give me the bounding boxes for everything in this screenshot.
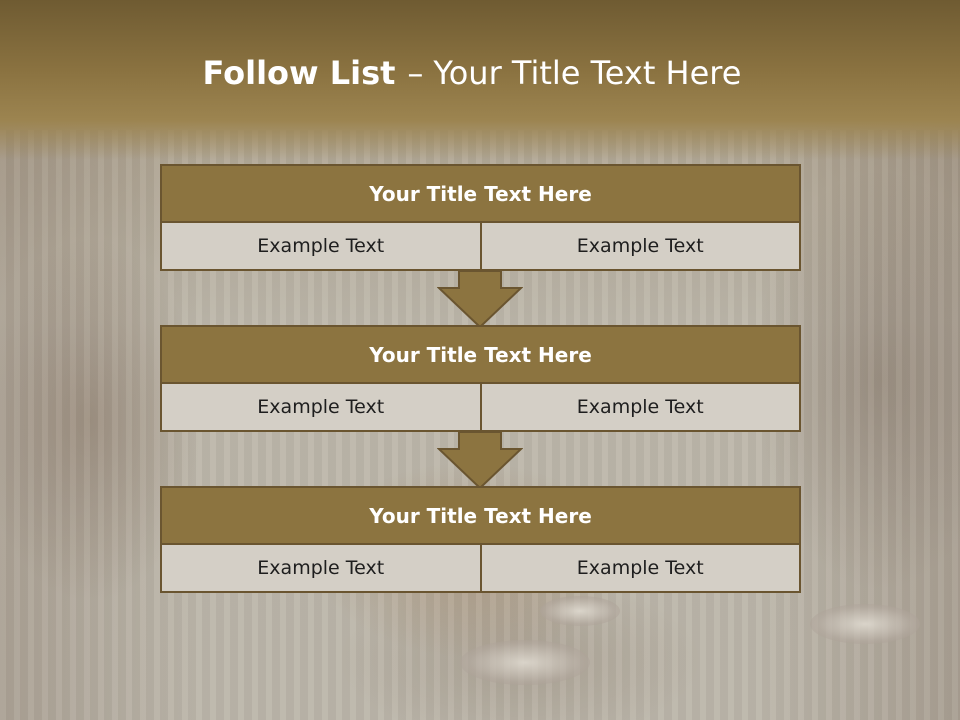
boat-shape bbox=[810, 604, 920, 644]
down-arrow-icon bbox=[437, 431, 523, 489]
step-cell-right: Example Text bbox=[481, 382, 801, 432]
title-text: Your Title Text Here bbox=[433, 54, 742, 92]
boat-shape bbox=[460, 640, 590, 685]
step-cell-left: Example Text bbox=[160, 543, 482, 593]
down-arrow-icon bbox=[437, 270, 523, 328]
step-cell-left: Example Text bbox=[160, 221, 482, 271]
step-3: Your Title Text Here Example Text Exampl… bbox=[160, 486, 801, 593]
slide-title: Follow List–Your Title Text Here bbox=[0, 54, 944, 92]
step-2: Your Title Text Here Example Text Exampl… bbox=[160, 325, 801, 432]
step-cell-right: Example Text bbox=[481, 543, 801, 593]
step-cell-right: Example Text bbox=[481, 221, 801, 271]
title-bold: Follow List bbox=[202, 54, 396, 92]
boat-shape bbox=[540, 596, 620, 626]
step-1: Your Title Text Here Example Text Exampl… bbox=[160, 164, 801, 271]
header-band bbox=[0, 0, 960, 160]
step-cell-left: Example Text bbox=[160, 382, 482, 432]
step-row: Example Text Example Text bbox=[160, 382, 801, 432]
step-row: Example Text Example Text bbox=[160, 543, 801, 593]
step-title: Your Title Text Here bbox=[160, 325, 801, 384]
step-title: Your Title Text Here bbox=[160, 164, 801, 223]
step-title: Your Title Text Here bbox=[160, 486, 801, 545]
step-row: Example Text Example Text bbox=[160, 221, 801, 271]
title-separator: – bbox=[407, 54, 424, 92]
